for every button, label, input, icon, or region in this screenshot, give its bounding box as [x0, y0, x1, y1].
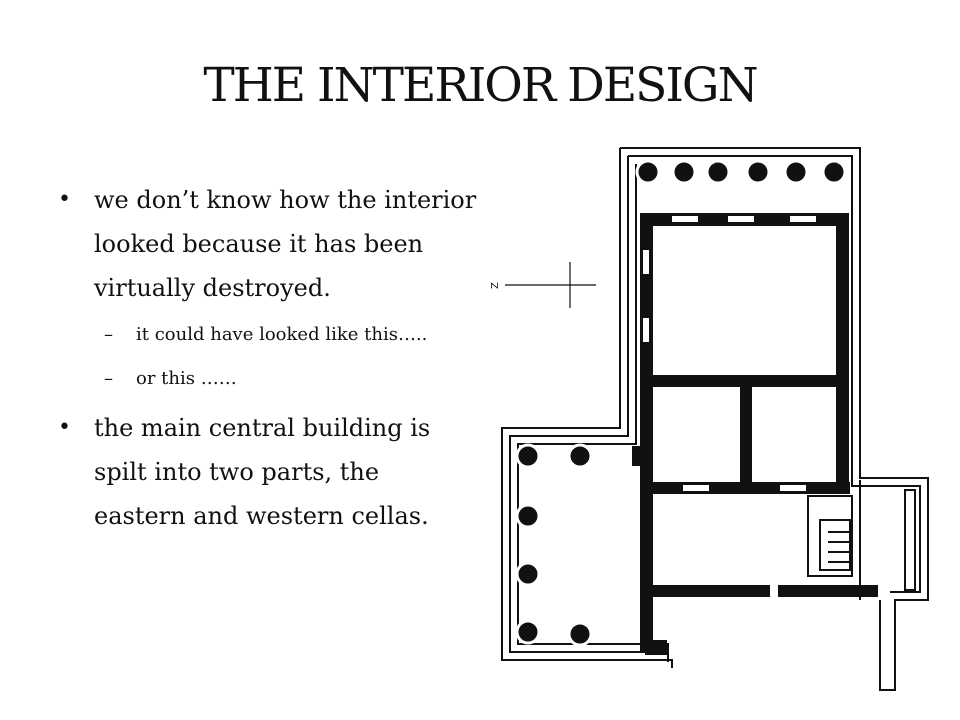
bullet-2-text: the main central building is spilt into …	[94, 414, 431, 530]
bullet-marker: •	[58, 187, 71, 212]
slide-title: THE INTERIOR DESIGN	[203, 58, 758, 113]
north-colonnade	[635, 159, 847, 185]
porch-columns	[515, 443, 593, 647]
subbullet-1: – it could have looked like this…..	[58, 318, 478, 352]
temple-floor-plan: Z	[490, 147, 929, 691]
outer-border	[501, 147, 929, 691]
east-annex	[807, 480, 916, 600]
subbullet-2-text: or this ……	[136, 368, 237, 389]
compass-letter: Z	[490, 282, 501, 289]
bullet-list: • we don’t know how the interior looked …	[58, 178, 478, 546]
subbullet-2: – or this ……	[58, 362, 478, 396]
bullet-1-text: we don’t know how the interior looked be…	[94, 186, 477, 302]
subbullet-marker: –	[104, 368, 113, 389]
bullet-marker: •	[58, 415, 71, 440]
bullet-1: • we don’t know how the interior looked …	[58, 178, 478, 310]
wall-openings	[643, 216, 816, 491]
subbullet-marker: –	[104, 324, 113, 345]
subbullet-1-text: it could have looked like this…..	[136, 324, 428, 345]
compass	[505, 262, 596, 308]
interior-walls	[632, 213, 878, 655]
bullet-2: • the main central building is spilt int…	[58, 406, 478, 538]
